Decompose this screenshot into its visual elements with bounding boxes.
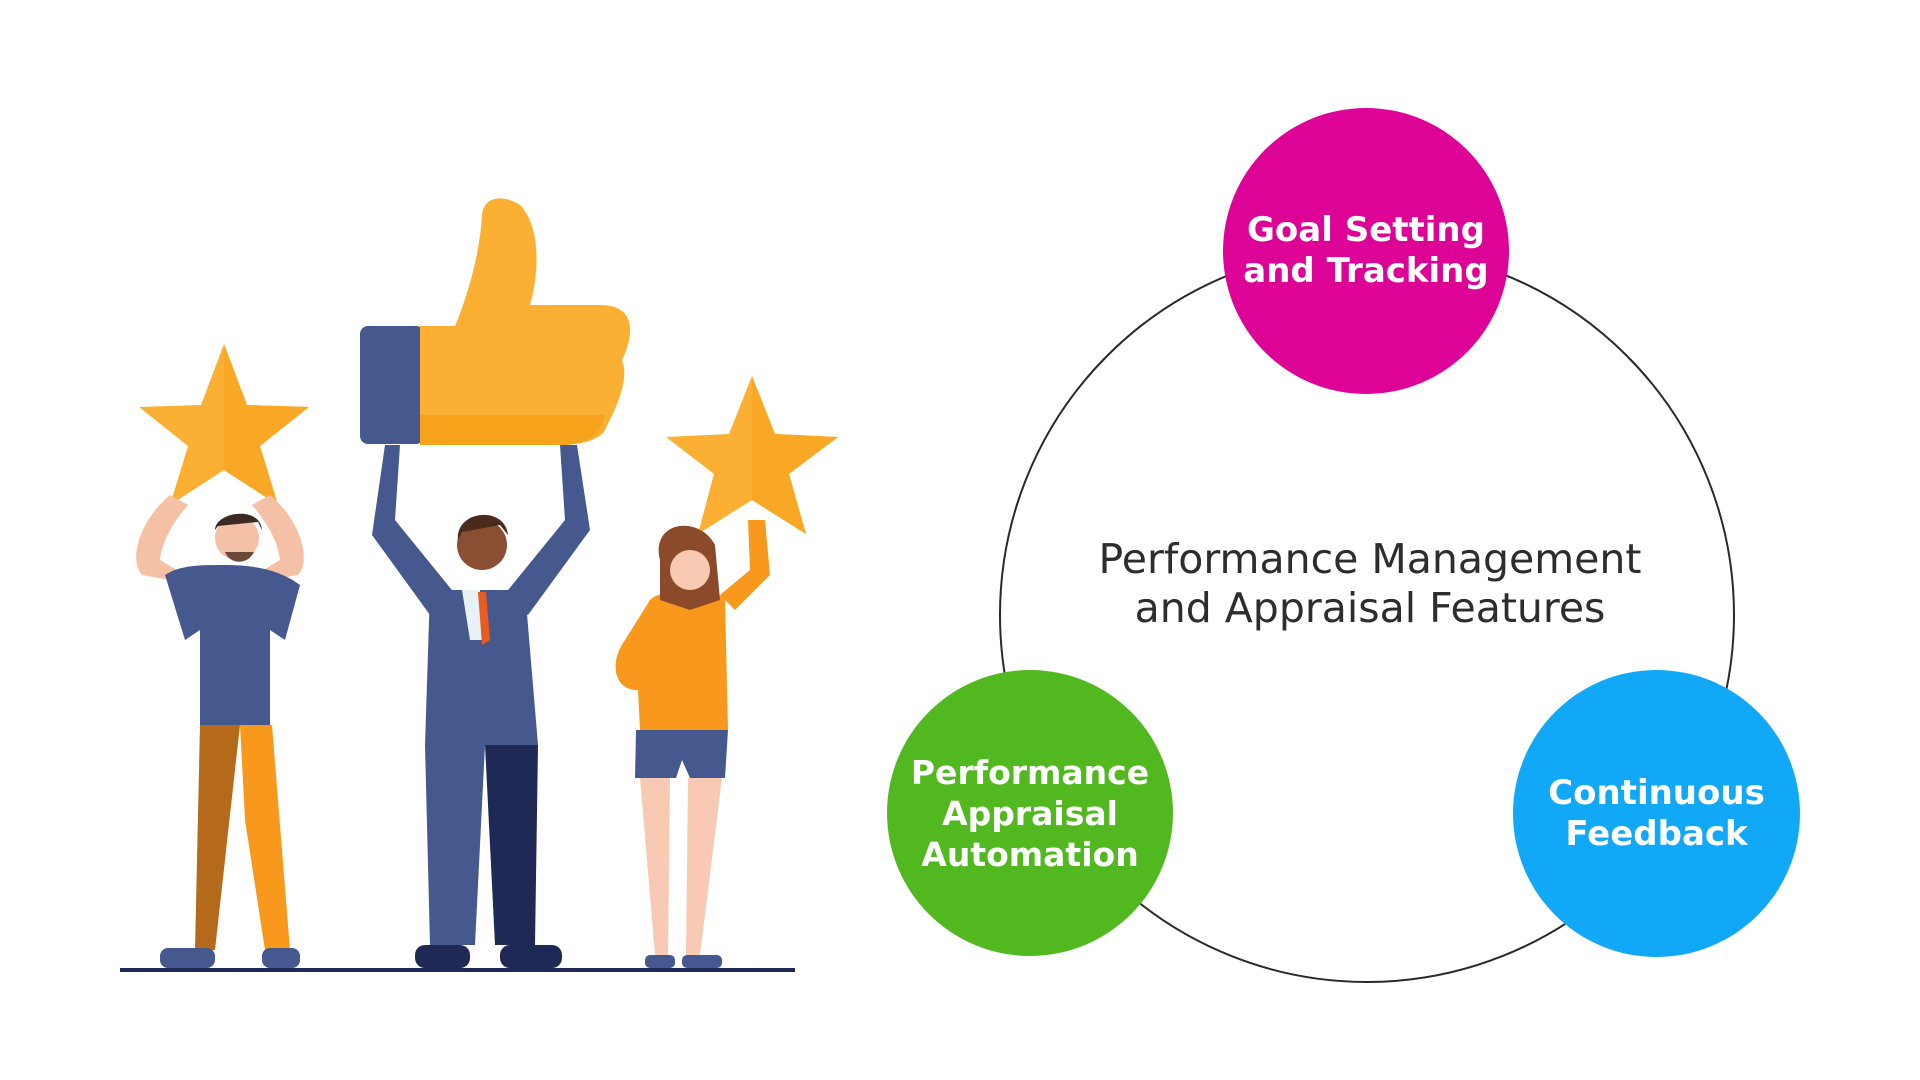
diagram-title-line-2: and Appraisal Features — [1134, 584, 1606, 632]
diagram-title: Performance Management and Appraisal Fea… — [1045, 535, 1695, 633]
person-right — [615, 520, 770, 968]
node-goal-line-2: and Tracking — [1243, 251, 1489, 291]
node-performance-appraisal: Performance Appraisal Automation — [887, 670, 1173, 956]
thumbs-up-icon — [360, 198, 631, 445]
node-goal-line-1: Goal Setting — [1247, 210, 1485, 250]
diagram-title-line-1: Performance Management — [1098, 535, 1642, 583]
node-appraisal-line-2: Appraisal — [942, 793, 1118, 833]
star-icon — [139, 344, 309, 505]
person-left — [136, 495, 304, 968]
node-goal-setting: Goal Setting and Tracking — [1223, 108, 1509, 394]
node-continuous-feedback: Continuous Feedback — [1513, 670, 1800, 957]
node-feedback-line-2: Feedback — [1565, 813, 1748, 854]
person-center — [372, 445, 590, 968]
star-icon — [666, 376, 838, 534]
node-feedback-line-1: Continuous — [1548, 772, 1765, 813]
floor-line — [120, 968, 795, 972]
node-appraisal-line-3: Automation — [921, 834, 1139, 874]
node-appraisal-line-1: Performance — [910, 752, 1150, 792]
